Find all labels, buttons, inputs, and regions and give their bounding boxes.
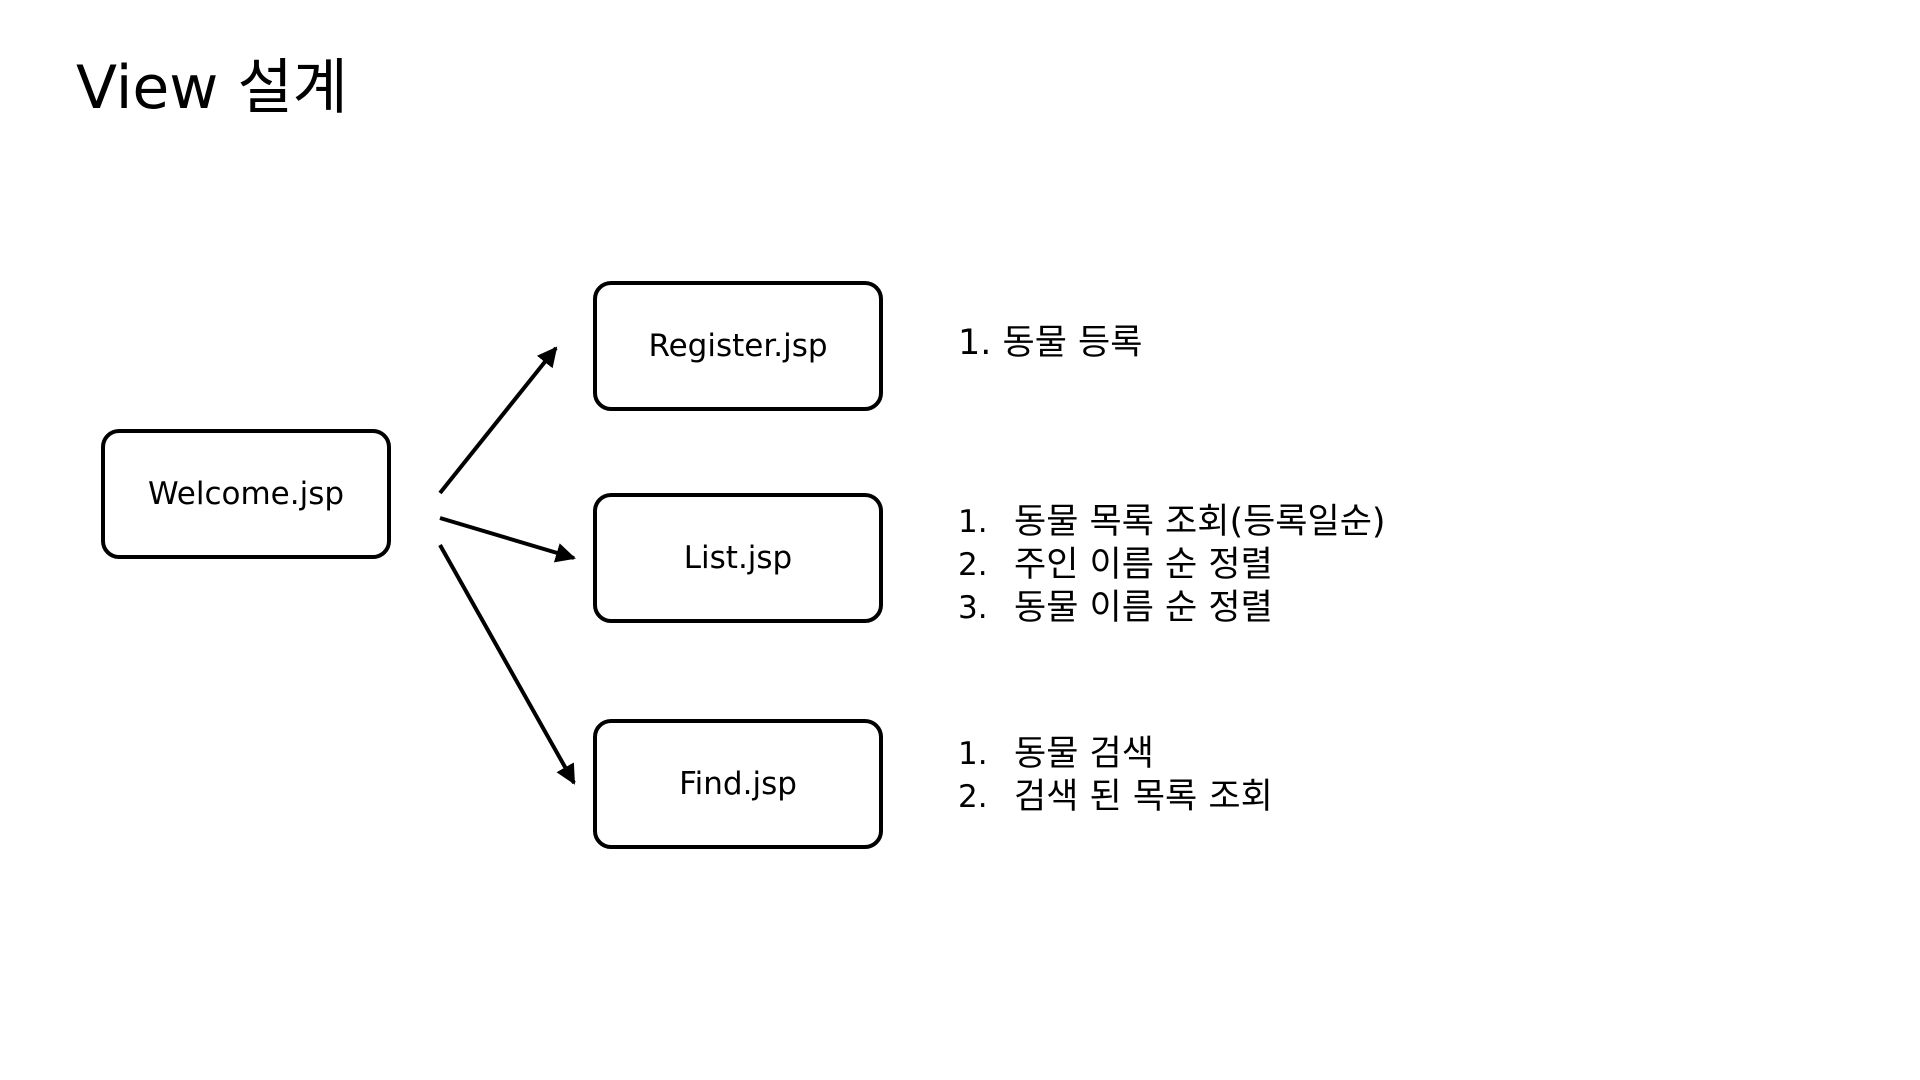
list-item-number: 2. [958, 779, 988, 815]
list-description: 1. 동물 목록 조회(등록일순) 2. 주인 이름 순 정렬 3. 동물 이름… [958, 501, 1386, 630]
slide-title: View 설계 [76, 53, 348, 123]
node-label: Welcome.jsp [147, 476, 345, 512]
node-find-jsp: Find.jsp [593, 719, 883, 849]
list-item: 2. 검색 된 목록 조회 [958, 776, 1273, 819]
find-description: 1. 동물 검색 2. 검색 된 목록 조회 [958, 733, 1273, 819]
register-description: 1. 동물 등록 [958, 323, 1143, 363]
list-item-number: 3. [958, 590, 988, 626]
node-label: List.jsp [683, 540, 793, 576]
list-item: 1. 동물 목록 조회(등록일순) [958, 501, 1386, 544]
node-label: Register.jsp [648, 328, 828, 364]
list-item-number: 1. [958, 736, 988, 772]
list-item-text: 동물 검색 [1014, 734, 1154, 774]
node-label: Find.jsp [679, 766, 797, 802]
list-item-text: 주인 이름 순 정렬 [1014, 545, 1273, 585]
list-item-number: 1. [958, 504, 988, 540]
list-item-text: 검색 된 목록 조회 [1014, 777, 1273, 817]
list-item: 3. 동물 이름 순 정렬 [958, 587, 1386, 630]
list-item-text: 동물 이름 순 정렬 [1014, 588, 1273, 628]
node-welcome-jsp: Welcome.jsp [101, 429, 391, 559]
list-item-number: 2. [958, 547, 988, 583]
arrow-welcome-to-find [438, 544, 576, 785]
arrow-welcome-to-register [438, 346, 558, 495]
node-list-jsp: List.jsp [593, 493, 883, 623]
node-register-jsp: Register.jsp [593, 281, 883, 411]
arrow-welcome-to-list [439, 516, 576, 563]
list-item: 1. 동물 검색 [958, 733, 1273, 776]
list-item: 2. 주인 이름 순 정렬 [958, 544, 1386, 587]
list-item-text: 동물 목록 조회(등록일순) [1014, 502, 1386, 542]
